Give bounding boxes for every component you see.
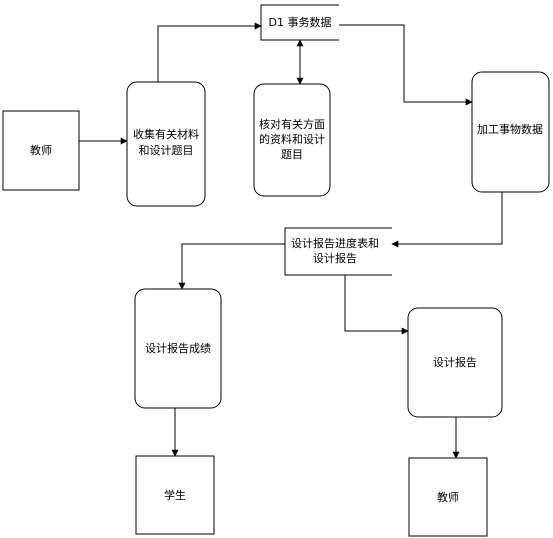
node-process: 加工事物数据 [471,71,550,193]
node-schedule: 设计报告进度表和 设计报告 [284,227,392,276]
edge-schedule-to-report [344,275,409,335]
edge-collect-to-d1 [157,22,262,82]
node-verify-label-line-2: 的资料和设计 [259,132,325,146]
node-report-label: 设计报告 [433,355,477,369]
node-grade: 设计报告成绩 [134,288,222,409]
edge-process-to-schedule [391,192,503,248]
node-teacher-sink-label: 教师 [437,491,459,504]
node-schedule-label-line-1: 设计报告进度表和 [291,236,379,250]
node-teacher-sink: 教师 [408,457,488,537]
node-collect: 收集有关材料 和设计题目 [126,81,206,207]
node-schedule-label-line-2: 设计报告 [313,251,357,265]
node-collect-label-line-2: 和设计题目 [139,144,194,157]
node-verify: 核对有关方面 的资料和设计 题目 [253,83,331,197]
node-verify-label-line-1: 核对有关方面 [259,117,325,131]
node-teacher-source: 教师 [2,110,80,191]
node-d1: D1 事务数据 [260,4,339,41]
node-report: 设计报告 [407,307,503,418]
edge-schedule-to-grade [178,243,285,290]
node-d1-label: D1 事务数据 [269,15,332,29]
node-verify-label-line-3: 题目 [281,148,303,161]
node-teacher-source-label: 教师 [30,144,52,157]
edge-d1-to-process [339,24,473,106]
node-grade-label: 设计报告成绩 [145,341,211,355]
node-collect-label-line-1: 收集有关材料 [133,127,199,141]
node-process-label: 加工事物数据 [477,122,543,136]
node-student: 学生 [135,455,215,535]
node-student-label: 学生 [164,488,186,502]
